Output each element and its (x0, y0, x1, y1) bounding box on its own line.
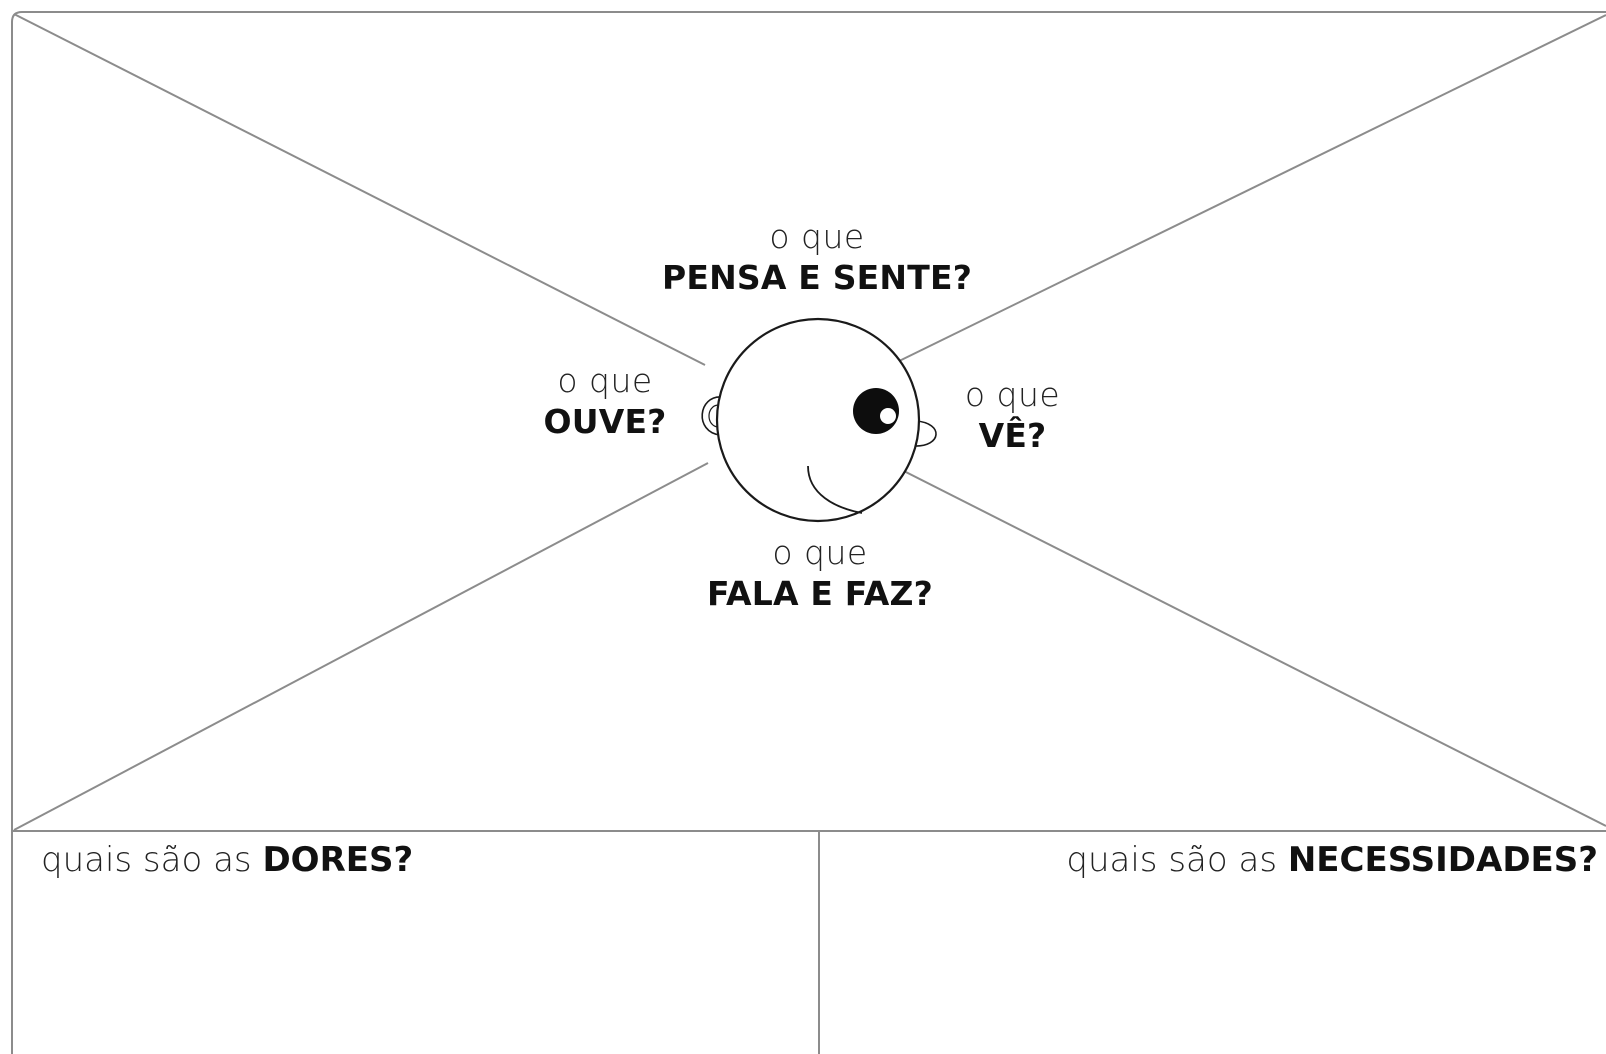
ear-left-inner (708, 404, 719, 428)
head-circle (715, 317, 921, 523)
face-icon (701, 317, 937, 523)
needs-prefix: quais são as (1066, 840, 1278, 880)
say-do-question: FALA E FAZ? (707, 574, 933, 614)
see-prefix: o que (964, 375, 1061, 414)
pains-question: DORES? (262, 840, 414, 880)
pains-prefix: quais são as (41, 840, 252, 880)
think-feel-question: PENSA E SENTE? (661, 258, 973, 298)
diagonal-bottom-left (13, 462, 709, 831)
label-pains: quais são as DORES? (41, 840, 413, 880)
hear-prefix: o que (557, 361, 653, 400)
label-needs: quais são as NECESSIDADES? (1066, 840, 1598, 880)
label-hear: o que OUVE? (520, 360, 690, 443)
label-think-feel: o que PENSA E SENTE? (647, 216, 987, 299)
needs-question: NECESSIDADES? (1287, 840, 1598, 880)
eye-highlight (880, 408, 896, 424)
label-see: o que VÊ? (940, 374, 1085, 457)
say-do-prefix: o que (772, 533, 868, 572)
mouth-icon (807, 465, 863, 514)
see-question: VÊ? (978, 416, 1047, 456)
think-feel-prefix: o que (769, 217, 865, 256)
diagonal-top-left (13, 13, 706, 366)
diagonal-top-right (890, 14, 1606, 366)
hear-question: OUVE? (543, 402, 667, 442)
ear-right-icon (913, 420, 937, 447)
diagonal-bottom-right (887, 462, 1606, 827)
label-say-do: o que FALA E FAZ? (665, 532, 975, 615)
ear-left-icon (701, 396, 723, 436)
